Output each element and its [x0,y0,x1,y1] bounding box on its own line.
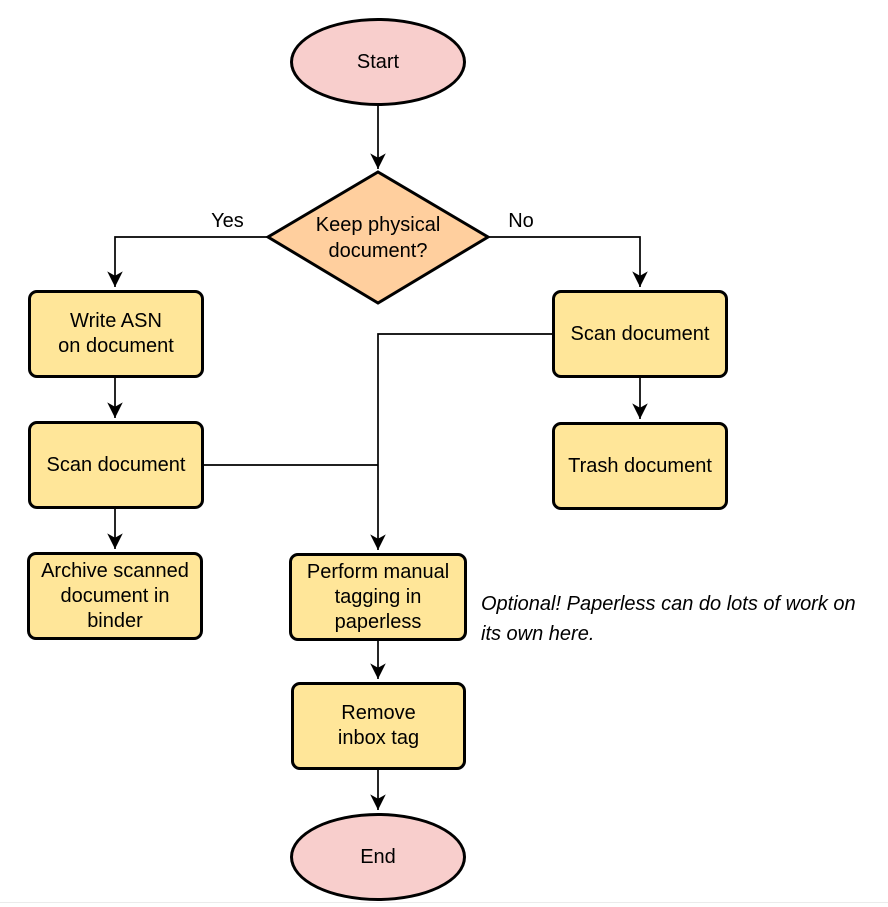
node-scan-document-right: Scan document [552,290,728,378]
edge-label-yes: Yes [211,210,244,232]
node-scan-document-left-label: Scan document [46,453,186,476]
node-start: Start [290,18,466,106]
node-end-label: End [360,845,396,868]
decision-diamond-shape [265,170,491,305]
bottom-divider [0,902,888,903]
node-remove-inbox-tag: Remove inbox tag [291,682,466,770]
node-archive-binder-label: Archive scanned document in binder [41,559,189,632]
node-start-label: Start [356,50,400,73]
node-archive-binder: Archive scanned document in binder [27,552,203,640]
node-decision: Keep physical document? [288,210,468,266]
edge-decision-scan-right [488,236,648,287]
node-trash-document-label: Trash document [568,454,712,477]
optional-annotation: Optional! Paperless can do lots of work … [481,593,856,645]
node-decision-label: Keep physical document? [315,214,441,262]
node-manual-tagging: Perform manual tagging in paperless [289,553,467,641]
node-scan-document-left: Scan document [28,421,204,509]
node-write-asn-label: Write ASN on document [58,310,174,357]
node-scan-document-right-label: Scan document [570,322,710,345]
node-end: End [290,813,466,901]
node-trash-document: Trash document [552,422,728,510]
edge-scan-right-tagging [370,333,552,550]
edge-decision-write-asn [107,236,268,287]
node-manual-tagging-label: Perform manual tagging in paperless [306,560,450,633]
node-remove-inbox-tag-label: Remove inbox tag [337,702,420,749]
edge-label-no: No [508,210,534,232]
node-write-asn: Write ASN on document [28,290,204,378]
